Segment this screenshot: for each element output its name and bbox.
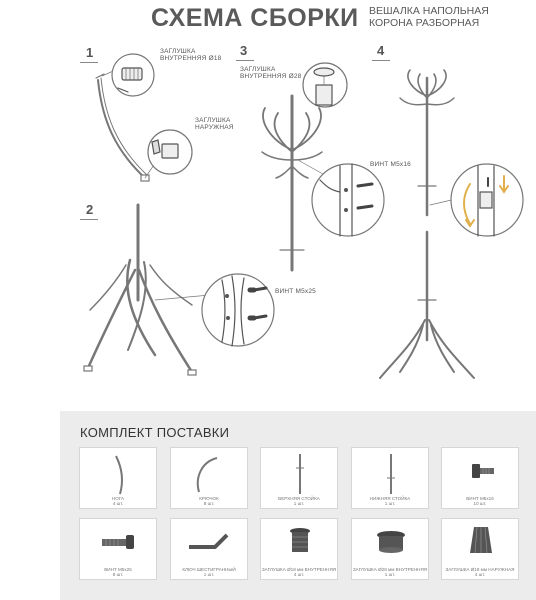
kit-item-qty: 10 шт. [473,501,487,506]
step-4-joint-zoom [450,163,524,237]
step-2-screw-zoom [201,273,275,347]
inner-cap-28-icon [377,531,405,553]
kit-item-qty: 1 шт. [384,572,396,577]
step-1-outer-cap-label: ЗАГЛУШКА НАРУЖНАЯ [195,117,234,131]
label-line: ВНУТРЕННЯЯ Ø18 [160,55,222,62]
step-3-cap-zoom [302,62,348,108]
kit-item-qty: 4 шт. [474,572,486,577]
kit-item-name: ВЕРХНЯЯ СТОЙКА [278,496,320,501]
assembly-diagram [83,53,524,379]
kit-item-name: ВИНТ М5х25 [104,567,132,572]
kit-item-qty: 4 шт. [112,501,124,506]
kit-item-name: ЗАГЛУШКА Ø28 мм ВНУТРЕННЯЯ [352,567,428,572]
kit-item-name: КЛЮЧ ШЕСТИГРАННЫЙ [182,567,236,572]
label-line: НАРУЖНАЯ [195,124,234,131]
label-line: ЗАГЛУШКА [160,48,196,55]
step-1-inner-cap-zoom [111,53,155,97]
kit-title: КОМПЛЕКТ ПОСТАВКИ [80,425,230,440]
kit-item-qty: 8 шт. [112,572,124,577]
kit-item-qty: 1 шт. [203,572,215,577]
kit-item-name: ВИНТ М5х16 [466,496,494,501]
header: СХЕМА СБОРКИ ВЕШАЛКА НАПОЛЬНАЯ КОРОНА РА… [0,0,536,44]
hex-key-icon [189,533,229,549]
kit-item-qty: 1 шт. [384,501,396,506]
step-1-inner-cap-label: ЗАГЛУШКА ВНУТРЕННЯЯ Ø18 [160,48,221,62]
step-1-rule [80,62,98,63]
step-4-assembled-stand [379,69,475,379]
kit-item-qty: 8 шт. [203,501,215,506]
step-1-outer-cap-zoom [147,129,193,175]
step-2-rule [80,219,98,220]
label-line: ВНУТРЕННЯЯ Ø28 [240,73,302,80]
step-3-upper-post-drawing [261,94,331,272]
lower-post-icon [387,454,395,494]
subtitle-line-1: ВЕШАЛКА НАПОЛЬНАЯ [369,5,489,17]
short-screw-icon [472,464,494,478]
step-3-screw-label: ВИНТ М5х16 [370,161,411,168]
step-2-number: 2 [86,202,94,217]
kit-item-name: ЗАГЛУШКА Ø18 мм НАРУЖНАЯ [445,567,515,572]
step-3-rule [236,60,254,61]
step-1-number: 1 [86,45,94,60]
kit-item-name: КРЮЧОК [199,496,219,501]
step-2-base-drawing [83,203,211,376]
step-3-number: 3 [240,43,248,58]
step-2-screw-label: ВИНТ М5х25 [275,288,316,295]
long-screw-icon [102,535,134,549]
inner-cap-18-icon [290,528,310,552]
kit-item-qty: 4 шт. [293,572,305,577]
kit-item-name: НИЖНЯЯ СТОЙКА [369,496,411,501]
outer-cap-18-icon [470,526,492,554]
step-3-cap-label: ЗАГЛУШКА ВНУТРЕННЯЯ Ø28 [240,66,301,80]
leg-icon [115,455,124,495]
page-subtitle: ВЕШАЛКА НАПОЛЬНАЯ КОРОНА РАЗБОРНАЯ [369,5,489,29]
label-line: ЗАГЛУШКА [195,117,231,124]
hook-icon [196,457,218,493]
subtitle-line-2: КОРОНА РАЗБОРНАЯ [369,17,480,29]
kit-item-name: ЗАГЛУШКА Ø18 мм ВНУТРЕННЯЯ [261,567,337,572]
step-4-number: 4 [377,43,385,58]
kit-item-name: НОГА [111,496,125,501]
upper-post-icon [296,454,304,494]
step-4-rule [372,60,390,61]
kit-item-qty: 1 шт. [293,501,305,506]
label-line: ЗАГЛУШКА [240,66,276,73]
page-title: СХЕМА СБОРКИ [151,4,359,32]
step-3-screw-zoom [311,163,385,237]
